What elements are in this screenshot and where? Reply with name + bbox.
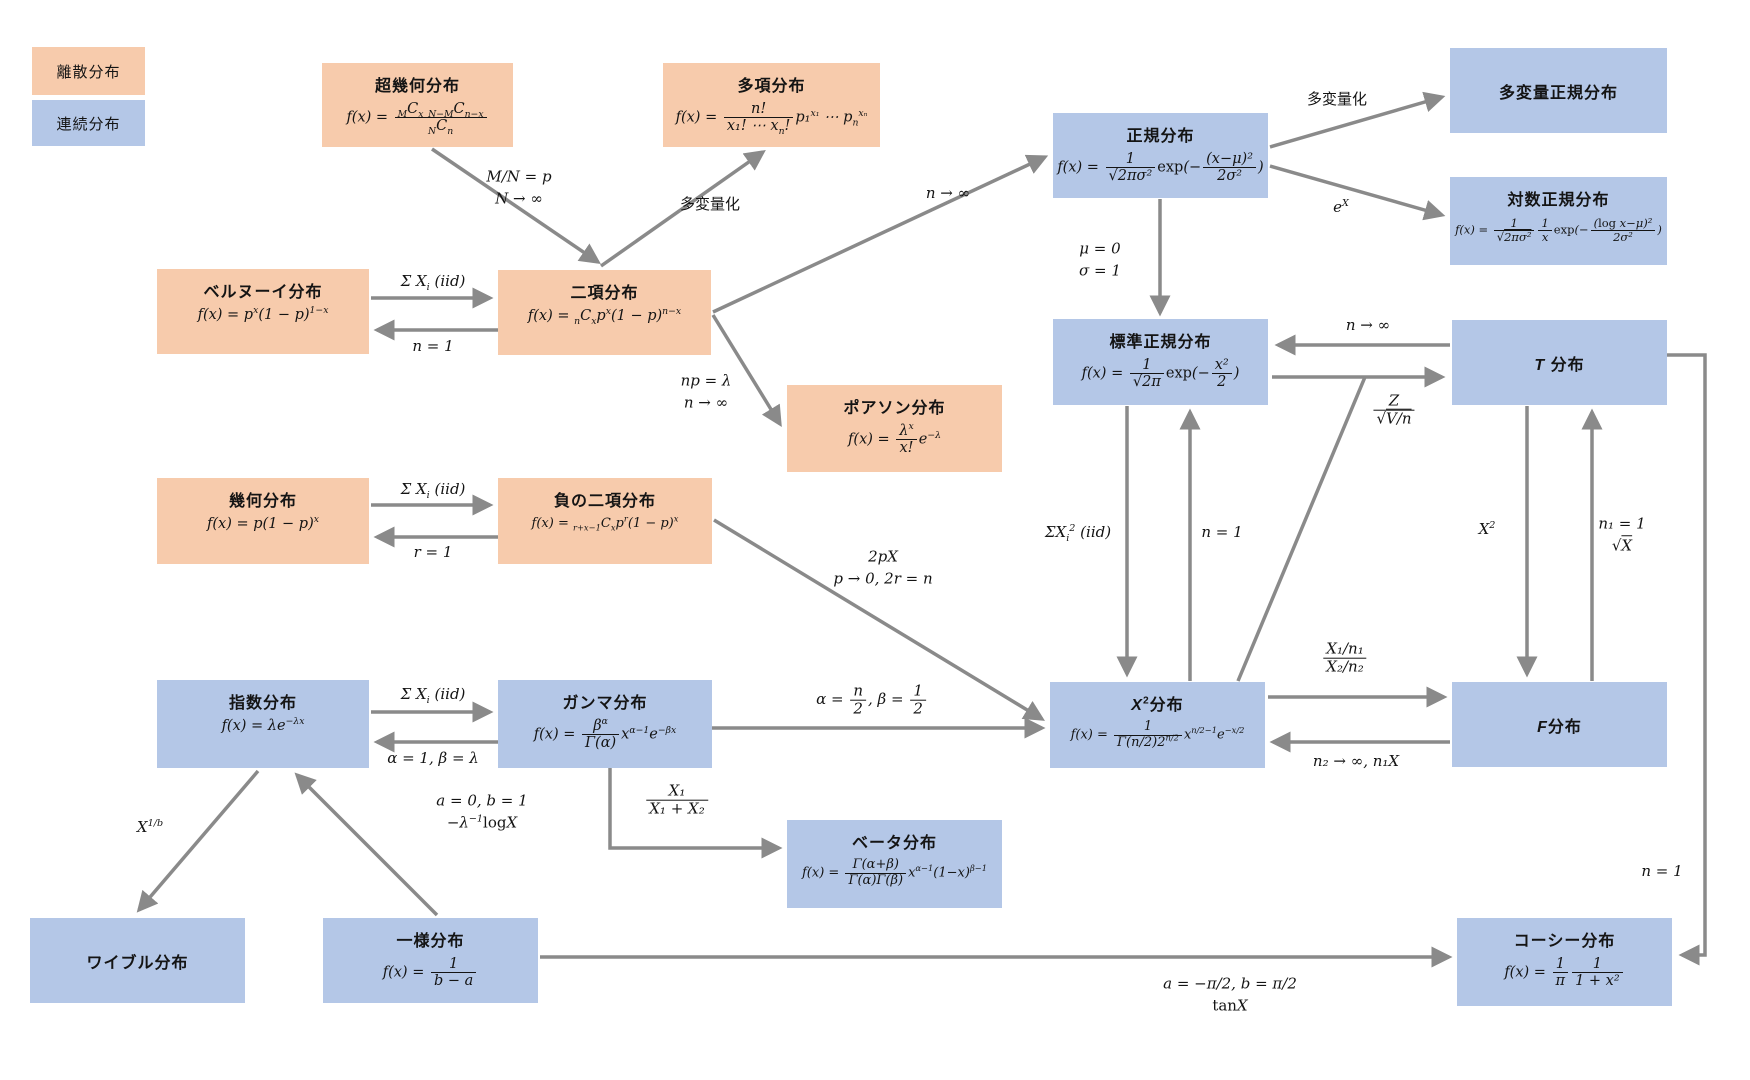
node-title: ポアソン分布 [843,400,946,417]
node-title: 負の二項分布 [553,493,656,510]
node-title: X2分布 [1131,695,1184,714]
arrow-label-chi-squared-to-standard-normal: n = 1 [1201,523,1243,542]
node-bernoulli-distribution: ベルヌーイ分布 f(x) = px(1 − p)1−x [157,269,369,354]
node-title: 超幾何分布 [374,78,460,95]
node-binomial-distribution: 二項分布 f(x) = nCxpx(1 − p)n−x [498,270,711,355]
arrow-exponential-to-weibull [136,769,260,913]
arrow-normal-to-lognormal [1269,164,1446,221]
node-formula: f(x) = λe−λx [221,716,305,734]
node-title: F分布 [1537,718,1582,736]
node-title: 多項分布 [737,78,806,95]
node-formula: f(x) = nCxpx(1 − p)n−x [527,306,682,327]
node-title: 対数正規分布 [1507,192,1610,209]
arrow-label-uniform-to-exponential: a = 0, b = 1−λ−1logX [436,791,528,831]
node-formula: f(x) = p(1 − p)x [207,514,319,532]
arrow-label-t-to-cauchy: n = 1 [1641,862,1683,881]
arrow-label-binomial-to-bernoulli: n = 1 [412,337,454,356]
node-formula: f(x) = Γ(α+β)Γ(α)Γ(β)xα−1(1−x)β−1 [802,857,987,888]
node-title: 多変量正規分布 [1498,84,1618,102]
node-multivariate-normal-distribution: 多変量正規分布 [1450,48,1667,133]
node-title: ガンマ分布 [562,695,648,712]
node-title: T 分布 [1534,356,1585,374]
arrow-chi-squared-join-t [1236,376,1367,682]
arrow-label-bernoulli-to-binomial: Σ Xi (iid) [400,272,466,294]
node-multinomial-distribution: 多項分布 f(x) = n!x₁! ⋯ xn!p₁x₁ ⋯ pnxₙ [663,63,880,147]
arrow-label-exponential-to-weibull: X1/b [136,818,164,837]
node-title: 正規分布 [1126,128,1195,145]
node-title: ベルヌーイ分布 [203,284,323,301]
arrow-label-standard-normal-to-chi-squared: ΣXi2 (iid) [1044,523,1112,545]
node-title: 指数分布 [228,695,297,712]
node-formula: f(x) = px(1 − p)1−x [197,305,329,323]
node-title: 幾何分布 [228,493,297,510]
node-formula: f(x) = r+x−1Cxpr(1 − p)x [531,513,679,533]
arrow-label-f-to-chi-squared: n₂ → ∞, n₁X [1312,752,1400,771]
node-title: ワイブル分布 [86,954,189,972]
arrow-label-geometric-to-negative-binomial: Σ Xi (iid) [400,480,466,502]
arrow-label-negative-binomial-to-geometric: r = 1 [413,543,453,562]
arrow-label-normal-to-lognormal: eX [1333,198,1349,217]
arrow-uniform-to-exponential [294,772,439,917]
arrow-label-f-to-t: n₁ = 1√X [1598,514,1646,554]
node-negative-binomial-distribution: 負の二項分布 f(x) = r+x−1Cxpr(1 − p)x [498,478,712,564]
node-exponential-distribution: 指数分布 f(x) = λe−λx [157,680,369,768]
node-f-distribution: F分布 [1452,682,1667,767]
node-geometric-distribution: 幾何分布 f(x) = p(1 − p)x [157,478,369,564]
arrow-label-standard-normal-to-t: Z√V/n [1371,392,1416,428]
legend-continuous: 連続分布 [32,100,145,146]
node-t-distribution: T 分布 [1452,320,1667,405]
legend-discrete-label: 離散分布 [56,63,121,81]
arrow-label-t-to-f: X2 [1478,520,1496,539]
node-title: コーシー分布 [1513,933,1616,950]
node-title: 二項分布 [570,285,639,302]
node-beta-distribution: ベータ分布 f(x) = Γ(α+β)Γ(α)Γ(β)xα−1(1−x)β−1 [787,820,1002,908]
arrow-binomial-to-normal [712,154,1049,314]
node-title: 一様分布 [396,933,465,950]
arrow-label-t-to-standard-normal: n → ∞ [1345,316,1391,335]
node-title: ベータ分布 [851,835,937,852]
arrow-label-gamma-to-exponential: α = 1, β = λ [387,749,479,768]
legend-continuous-label: 連続分布 [56,115,121,133]
node-formula: f(x) = n!x₁! ⋯ xn!p₁x₁ ⋯ pnxₙ [675,101,868,138]
legend-discrete: 離散分布 [32,47,145,95]
arrow-label-normal-to-multivariate: 多変量化 [1306,91,1368,109]
node-title: 標準正規分布 [1109,334,1212,351]
node-weibull-distribution: ワイブル分布 [30,918,245,1003]
arrow-label-binomial-to-multinomial: 多変量化 [679,196,741,214]
arrow-label-binomial-to-normal: n → ∞ [925,184,971,203]
arrow-label-exponential-to-gamma: Σ Xi (iid) [400,685,466,707]
